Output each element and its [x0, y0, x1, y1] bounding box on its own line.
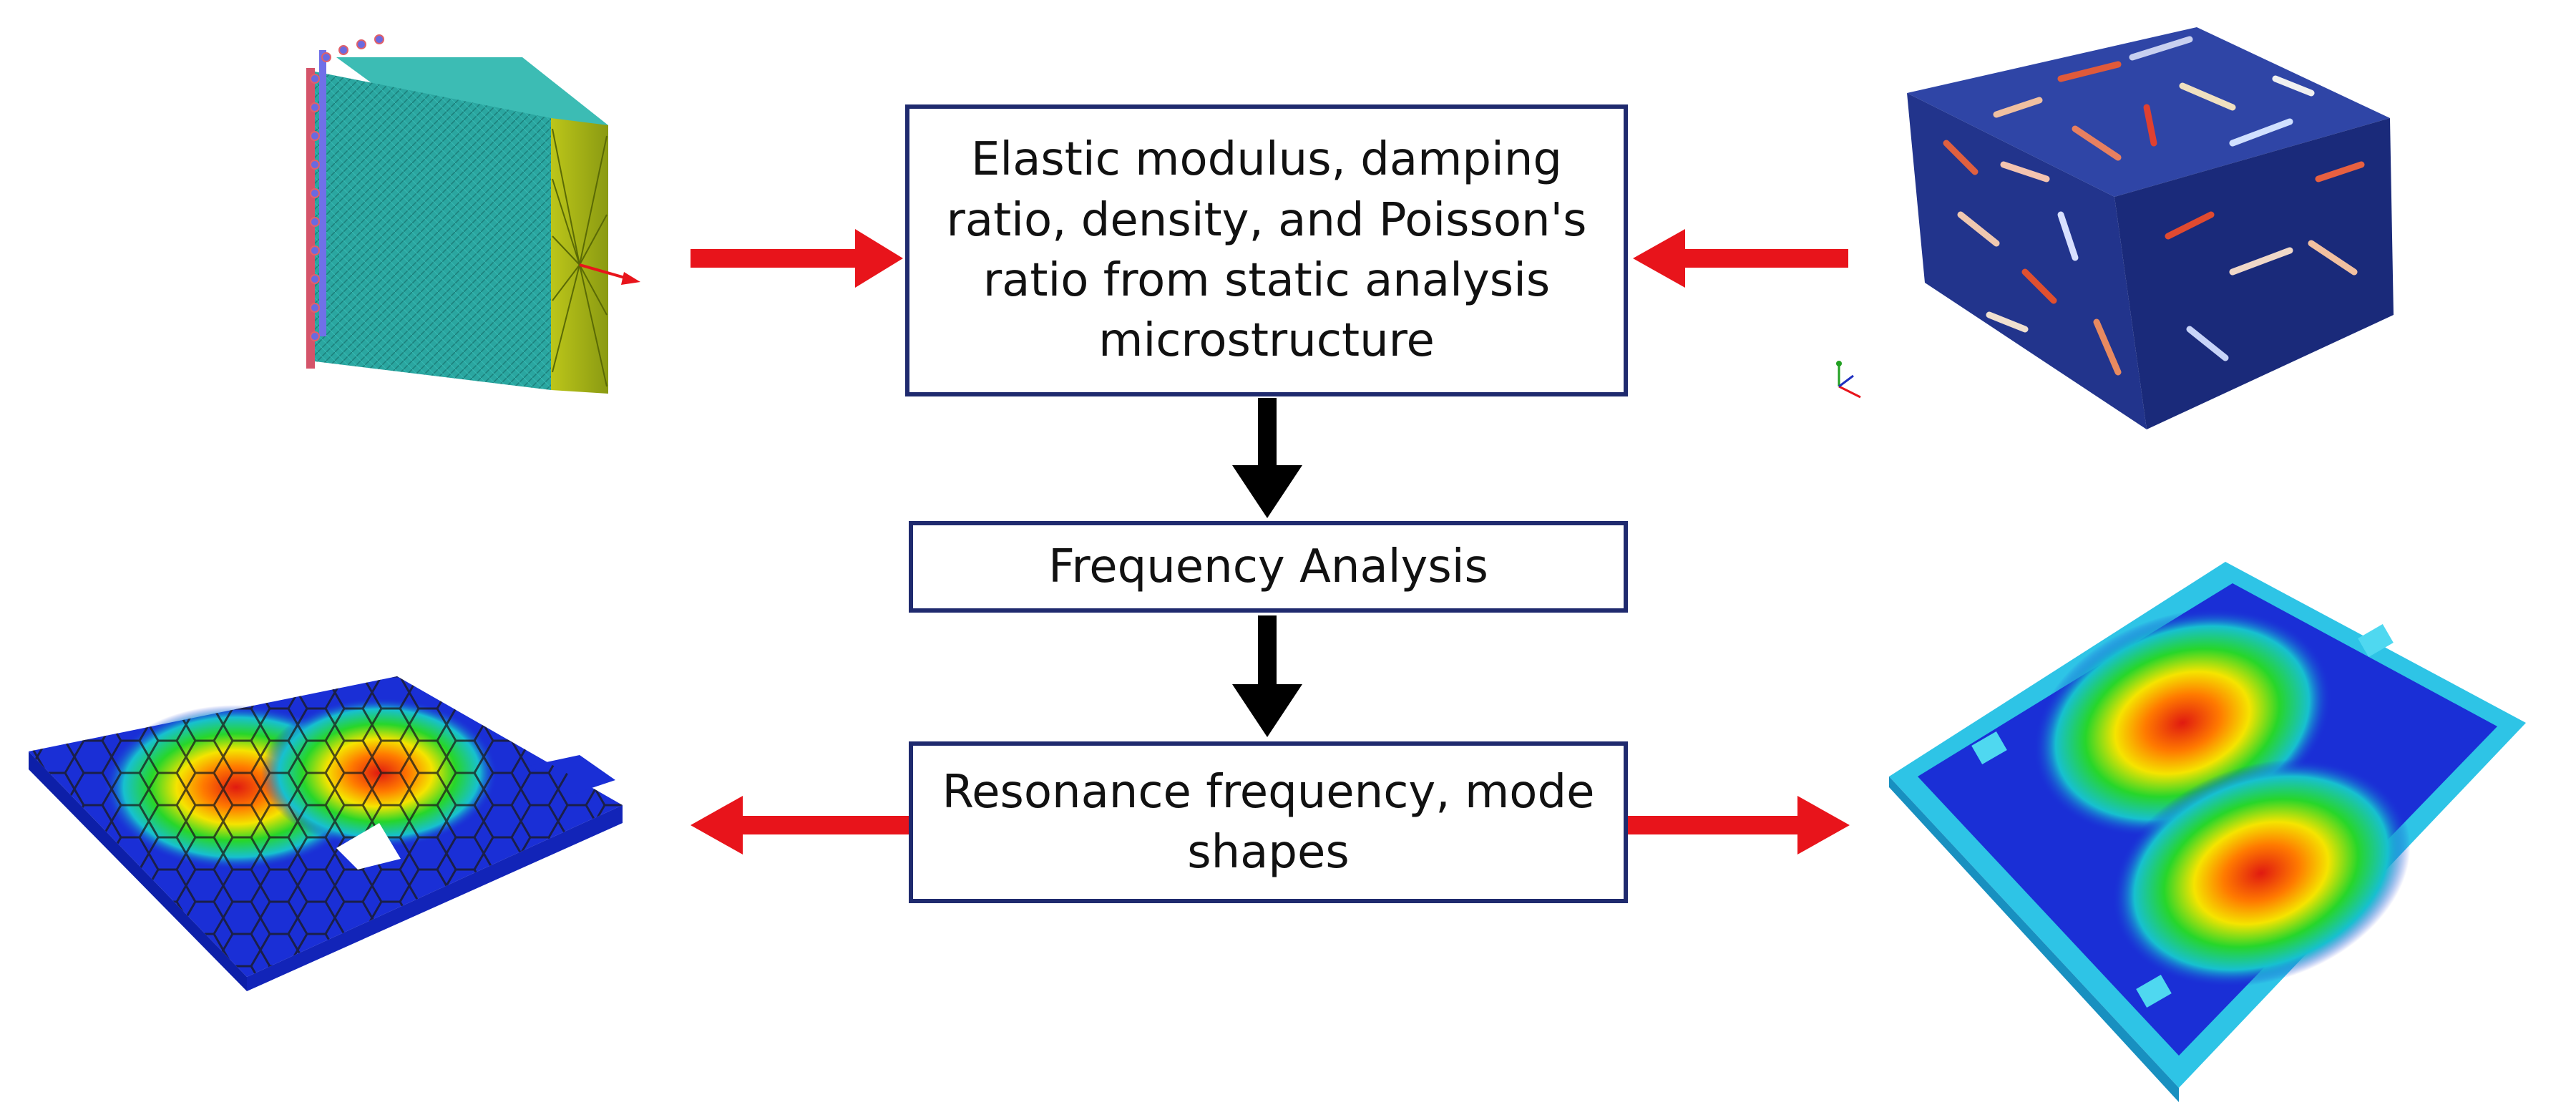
resonance-output-text: Resonance frequency, mode shapes	[942, 765, 1595, 879]
arrow-resonance-to-right-plate	[1628, 796, 1850, 855]
arrow-right-to-props	[1633, 229, 1848, 288]
frequency-analysis-text: Frequency Analysis	[1048, 540, 1488, 593]
material-properties-box: Elastic modulus, damping ratio, density,…	[905, 104, 1628, 396]
axis-triad-icon	[1836, 361, 1861, 399]
arrow-resonance-to-left-plate	[691, 796, 909, 855]
frequency-analysis-box: Frequency Analysis	[909, 521, 1628, 613]
resonance-output-box: Resonance frequency, mode shapes	[909, 741, 1628, 903]
fiber-microstructure-block-icon	[1836, 27, 2394, 429]
contour-mode-shape-plate-icon	[1889, 562, 2526, 1102]
arrow-left-to-props	[691, 229, 903, 288]
meshed-rve-cube-icon	[306, 34, 640, 394]
material-properties-text: Elastic modulus, damping ratio, density,…	[946, 133, 1587, 368]
mesh-mode-shape-plate-icon	[29, 676, 623, 991]
arrow-frequency-to-resonance	[1232, 615, 1302, 737]
arrow-props-to-frequency	[1232, 398, 1302, 518]
